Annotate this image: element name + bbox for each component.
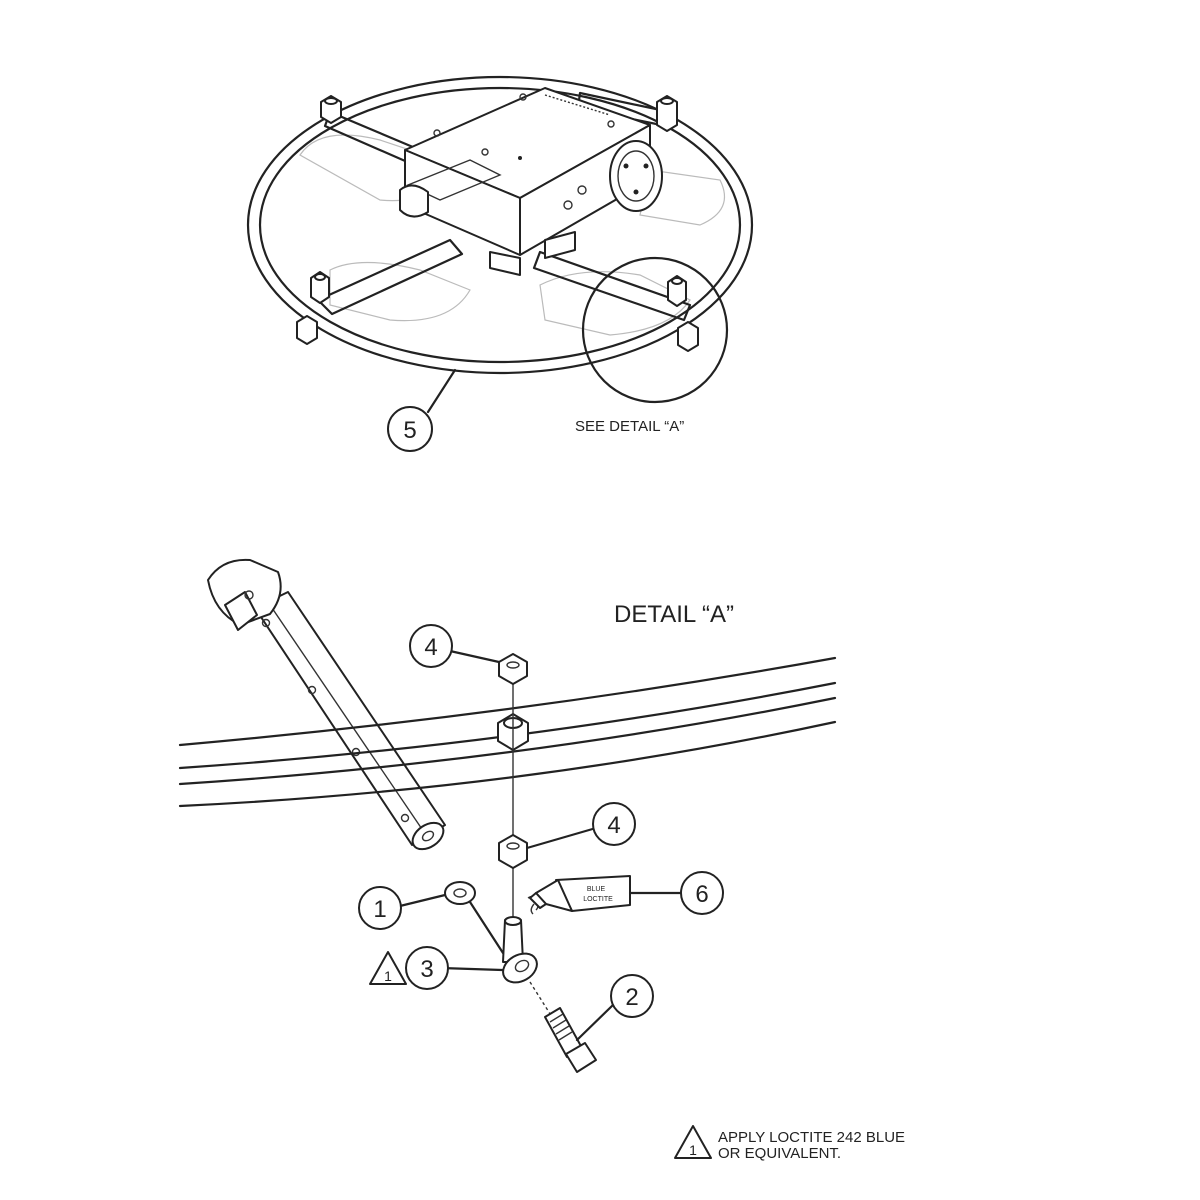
ring-nut	[296, 315, 318, 345]
ring-nut	[320, 95, 342, 124]
ring-nut	[677, 321, 699, 352]
detail-a-circle	[581, 256, 729, 404]
callout-2: 2	[575, 974, 654, 1042]
callout-number: 2	[625, 984, 638, 1011]
cross-arm-tube	[207, 558, 446, 851]
outer-ring	[246, 75, 754, 375]
ring-nut	[310, 271, 330, 304]
loctite-warning-icon: 1	[369, 951, 407, 985]
overall-assembly-view: 5 SEE DETAIL “A”	[246, 75, 754, 452]
callout-number: 5	[403, 417, 416, 444]
note-warning-icon: 1	[674, 1125, 712, 1159]
loctite-note: 1 APPLY LOCTITE 242 BLUE OR EQUIVALENT.	[674, 1125, 905, 1162]
hex-nut-lower	[498, 834, 528, 869]
ring-nuts	[296, 95, 699, 352]
hex-nut-upper	[498, 653, 528, 685]
callout-1: 1	[358, 886, 447, 930]
rod-end	[502, 895, 539, 984]
tube-label-line1: BLUE	[587, 886, 606, 893]
detail-title: DETAIL “A”	[614, 601, 734, 628]
bolt	[529, 981, 597, 1073]
gearbox	[399, 87, 663, 276]
washer	[444, 881, 476, 905]
callout-4-lower: 4	[525, 802, 636, 850]
see-detail-label: SEE DETAIL “A”	[575, 418, 684, 435]
ring-nut	[656, 95, 678, 132]
callout-6: 6	[628, 871, 724, 915]
callout-number: 4	[607, 812, 620, 839]
tube-label-line2: LOCTITE	[583, 896, 613, 903]
callout-5: 5	[387, 368, 457, 452]
warning-number: 1	[384, 968, 392, 984]
callout-number: 4	[424, 634, 437, 661]
note-line-2: OR EQUIVALENT.	[718, 1145, 841, 1162]
callout-number: 1	[373, 896, 386, 923]
ring-nut	[667, 275, 687, 307]
callout-number: 3	[420, 956, 433, 983]
note-line-1: APPLY LOCTITE 242 BLUE	[718, 1129, 905, 1146]
callout-number: 6	[695, 881, 708, 908]
detail-a-view: DETAIL “A”	[178, 558, 905, 1162]
callout-4-upper: 4	[409, 624, 501, 668]
loctite-tube: BLUE LOCTITE	[529, 875, 631, 915]
washer-to-rod-leader	[468, 900, 505, 955]
note-warning-number: 1	[689, 1142, 697, 1158]
callout-3: 3	[405, 946, 504, 990]
